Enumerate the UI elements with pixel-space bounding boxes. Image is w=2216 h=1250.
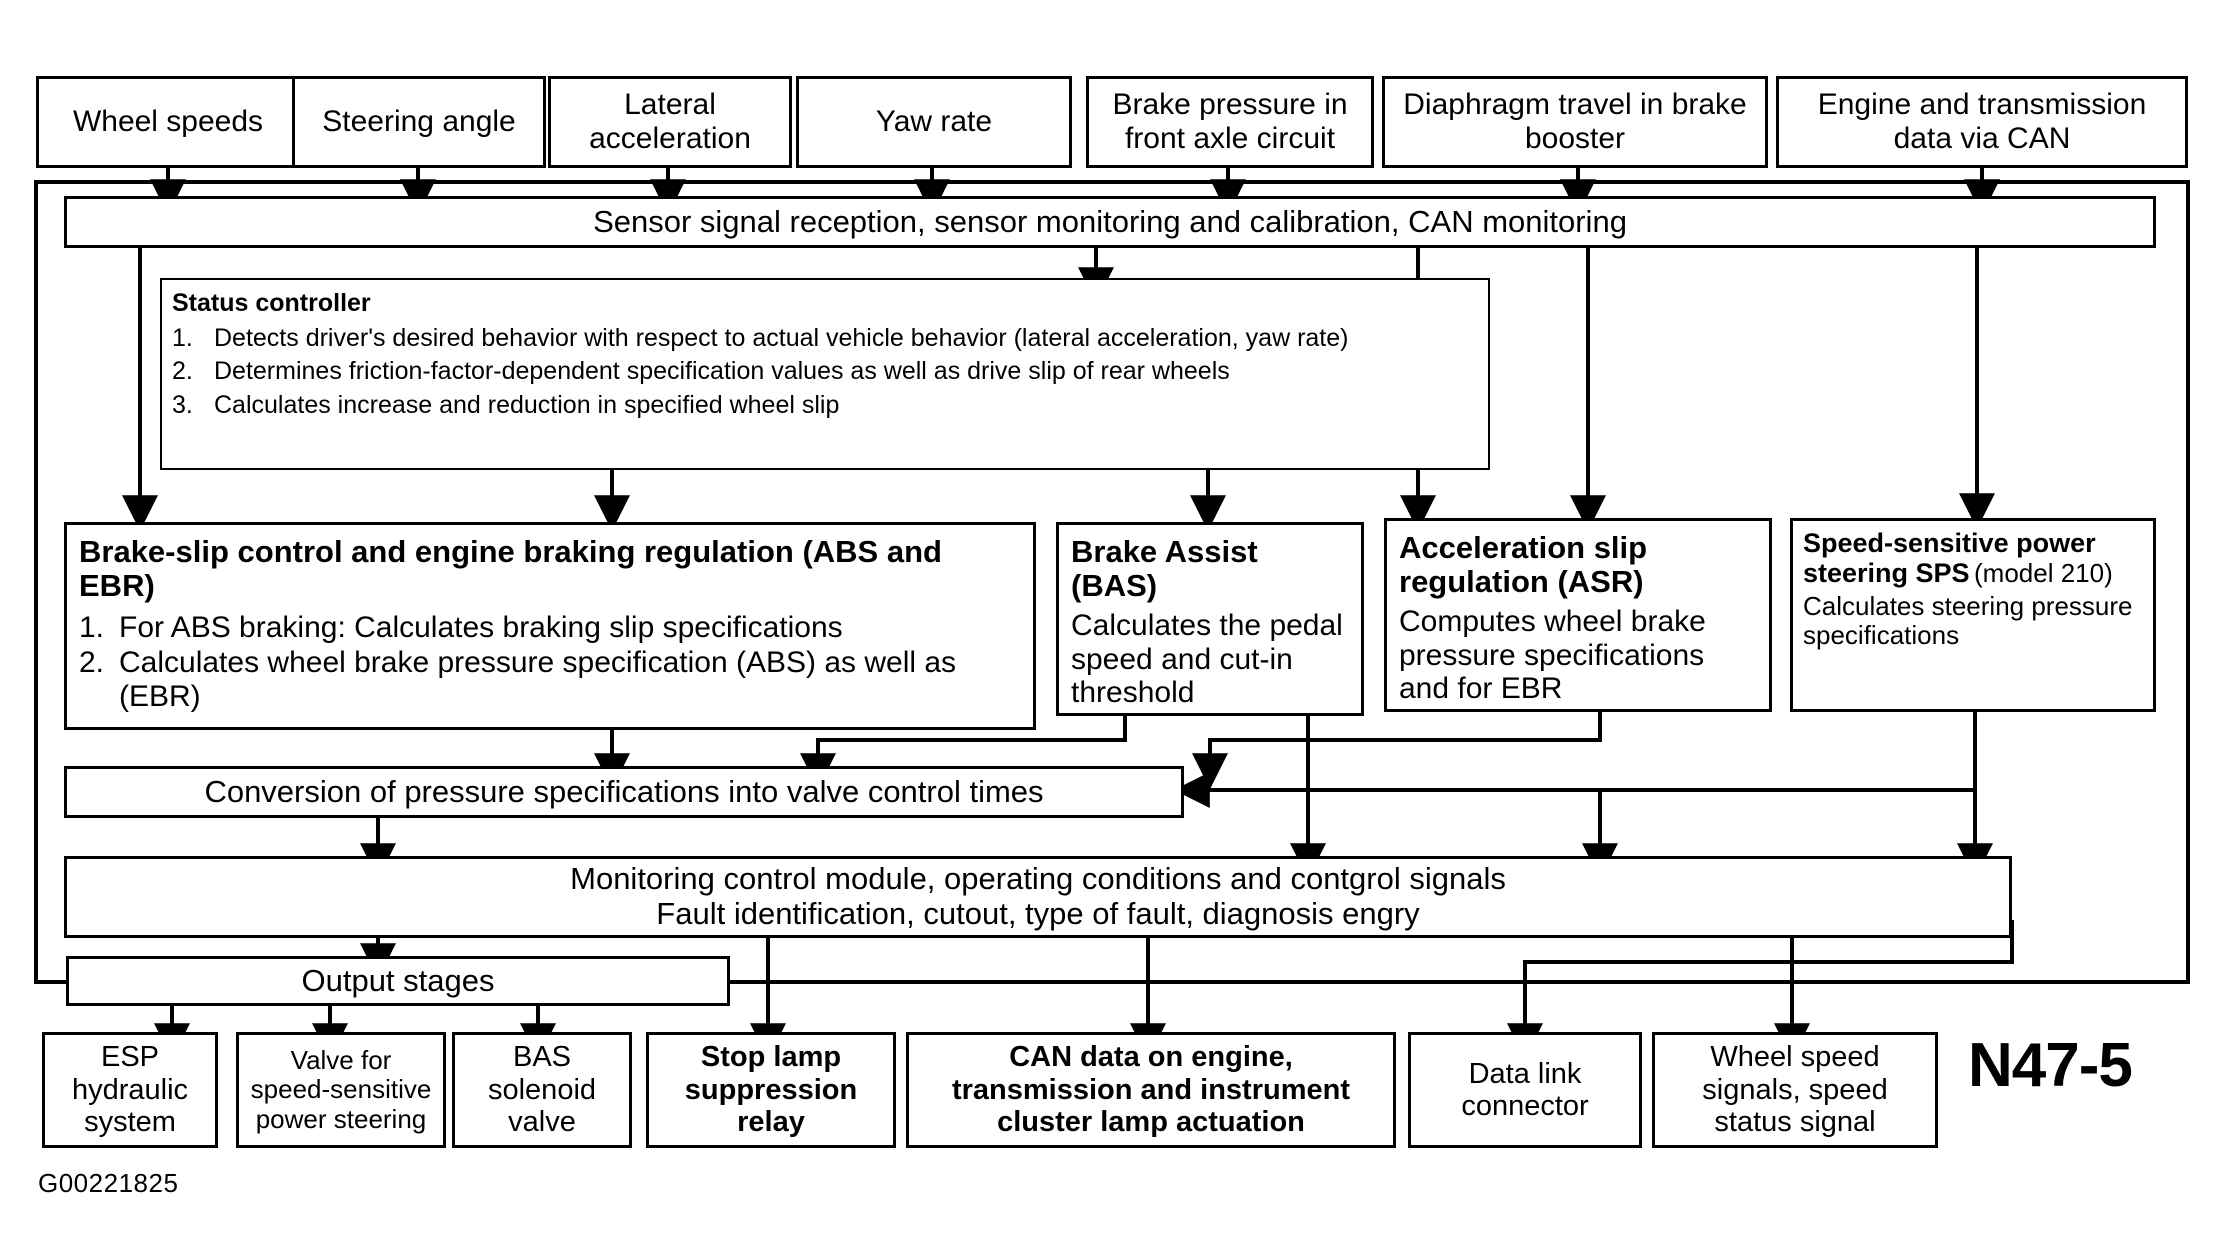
output-box-esp-hydraulic-system: ESP hydraulic system bbox=[42, 1032, 218, 1148]
output-label: ESP hydraulic system bbox=[71, 1041, 189, 1139]
output-label: CAN data on engine, transmission and ins… bbox=[951, 1041, 1350, 1139]
list-item: 1. For ABS braking: Calculates braking s… bbox=[79, 611, 1021, 646]
item-number: 2. bbox=[172, 357, 193, 386]
output-stages-label: Output stages bbox=[301, 962, 495, 998]
output-label: Data link connector bbox=[1461, 1057, 1589, 1122]
function-block-bas: Brake Assist (BAS) Calculates the pedal … bbox=[1056, 522, 1364, 716]
sensor-box-brake-pressure: Brake pressure in front axle circuit bbox=[1086, 76, 1374, 168]
item-text: Calculates wheel brake pressure specific… bbox=[119, 645, 957, 714]
figure-tag: N47-5 bbox=[1968, 1031, 2133, 1100]
item-number: 1. bbox=[79, 611, 105, 645]
item-number: 1. bbox=[172, 324, 193, 352]
output-label: BAS solenoid valve bbox=[487, 1041, 597, 1139]
block-body: Calculates steering pressure specificati… bbox=[1803, 591, 2133, 651]
sensor-box-lateral-acceleration: Lateral acceleration bbox=[548, 76, 792, 168]
output-box-data-link-connector: Data link connector bbox=[1408, 1032, 1642, 1148]
sensor-label: Engine and transmission data via CAN bbox=[1817, 88, 2147, 155]
sensor-label: Yaw rate bbox=[875, 105, 993, 139]
sensor-label: Diaphragm travel in brake booster bbox=[1403, 88, 1747, 155]
output-box-can-data: CAN data on engine, transmission and ins… bbox=[906, 1032, 1396, 1148]
item-text: Detects driver's desired behavior with r… bbox=[214, 324, 1349, 352]
block-body: Computes wheel brake pressure specificat… bbox=[1399, 605, 1706, 706]
item-number: 2. bbox=[79, 645, 105, 679]
figure-code: G00221825 bbox=[38, 1168, 179, 1198]
sensor-label: Steering angle bbox=[322, 105, 516, 139]
output-label: Stop lamp suppression relay bbox=[684, 1041, 858, 1139]
sensor-bar-label: Sensor signal reception, sensor monitori… bbox=[593, 203, 1627, 239]
output-stages-bar: Output stages bbox=[66, 956, 730, 1006]
function-block-sps: Speed-sensitive power steering SPS (mode… bbox=[1790, 518, 2156, 712]
item-text: Determines friction-factor-dependent spe… bbox=[214, 357, 1230, 386]
abs-ebr-list: 1. For ABS braking: Calculates braking s… bbox=[79, 611, 1021, 715]
list-item: 1. Detects driver's desired behavior wit… bbox=[172, 322, 1478, 355]
block-title: Brake-slip control and engine braking re… bbox=[79, 534, 942, 604]
function-block-asr: Acceleration slip regulation (ASR) Compu… bbox=[1384, 518, 1772, 712]
block-title: Speed-sensitive power steering SPS bbox=[1803, 528, 2096, 588]
output-box-bas-solenoid-valve: BAS solenoid valve bbox=[452, 1032, 632, 1148]
sensor-box-diaphragm-travel: Diaphragm travel in brake booster bbox=[1382, 76, 1768, 168]
monitoring-line-1: Monitoring control module, operating con… bbox=[570, 861, 1506, 897]
item-number: 3. bbox=[172, 390, 193, 419]
sensor-box-steering-angle: Steering angle bbox=[292, 76, 546, 168]
output-box-valve-sps: Valve for speed-sensitive power steering bbox=[236, 1032, 446, 1148]
sensor-box-engine-transmission-can: Engine and transmission data via CAN bbox=[1776, 76, 2188, 168]
sensor-signal-reception-bar: Sensor signal reception, sensor monitori… bbox=[64, 196, 2156, 248]
function-block-abs-ebr: Brake-slip control and engine braking re… bbox=[64, 522, 1036, 730]
output-label: Wheel speed signals, speed status signal bbox=[1702, 1041, 1888, 1139]
list-item: 2. Calculates wheel brake pressure speci… bbox=[79, 646, 1021, 715]
monitoring-control-bar: Monitoring control module, operating con… bbox=[64, 856, 2012, 938]
list-item: 3. Calculates increase and reduction in … bbox=[172, 389, 1478, 422]
sensor-label: Brake pressure in front axle circuit bbox=[1112, 88, 1348, 155]
status-controller-list: 1. Detects driver's desired behavior wit… bbox=[172, 322, 1478, 422]
item-text: For ABS braking: Calculates braking slip… bbox=[119, 611, 843, 645]
sensor-label: Wheel speeds bbox=[72, 105, 264, 139]
block-title-suffix: (model 210) bbox=[1974, 557, 2113, 588]
sensor-label: Lateral acceleration bbox=[589, 88, 751, 155]
output-label: Valve for speed-sensitive power steering bbox=[250, 1045, 432, 1134]
block-body: Calculates the pedal speed and cut-in th… bbox=[1071, 609, 1343, 710]
status-controller-box: Status controller 1. Detects driver's de… bbox=[160, 278, 1490, 470]
block-title: Brake Assist (BAS) bbox=[1071, 534, 1258, 604]
item-text: Calculates increase and reduction in spe… bbox=[214, 390, 840, 419]
monitoring-line-2: Fault identification, cutout, type of fa… bbox=[656, 896, 1420, 931]
conversion-bar: Conversion of pressure specifications in… bbox=[64, 766, 1184, 818]
sensor-box-wheel-speeds: Wheel speeds bbox=[36, 76, 300, 168]
block-title: Acceleration slip regulation (ASR) bbox=[1399, 530, 1648, 600]
conversion-bar-label: Conversion of pressure specifications in… bbox=[204, 773, 1044, 809]
output-box-stop-lamp-suppression-relay: Stop lamp suppression relay bbox=[646, 1032, 896, 1148]
list-item: 2. Determines friction-factor-dependent … bbox=[172, 355, 1478, 388]
status-controller-title: Status controller bbox=[172, 289, 371, 317]
output-box-wheel-speed-signals: Wheel speed signals, speed status signal bbox=[1652, 1032, 1938, 1148]
sensor-box-yaw-rate: Yaw rate bbox=[796, 76, 1072, 168]
